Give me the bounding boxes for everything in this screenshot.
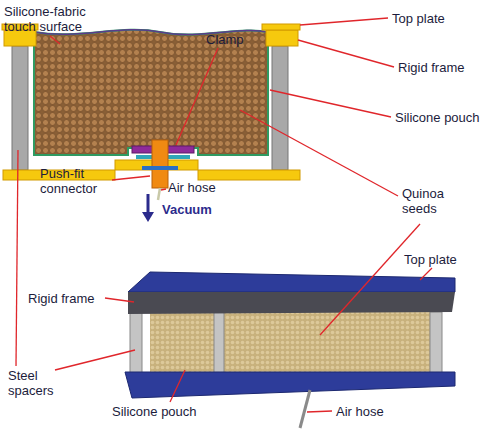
part-label: Steel spacers <box>8 368 60 398</box>
part-label: Rigid frame <box>398 60 464 75</box>
part-label: Top plate <box>392 11 445 26</box>
part-label: Rigid frame <box>28 291 94 306</box>
part-label: Push-fit connector <box>40 166 112 196</box>
cross-section <box>2 24 300 222</box>
part-label: Quinoa seeds <box>402 186 454 216</box>
part-label: Silicone pouch <box>112 404 197 419</box>
part-label: Air hose <box>336 404 384 419</box>
part-label: Top plate <box>404 252 457 267</box>
leader-lines <box>16 18 432 412</box>
part-label: Vacuum <box>162 202 212 217</box>
part-label: Silicone pouch <box>395 110 480 125</box>
part-label: Air hose <box>168 180 216 195</box>
part-label: Silicone-fabric touch surface <box>4 4 112 34</box>
part-label: Clamp <box>206 32 244 47</box>
